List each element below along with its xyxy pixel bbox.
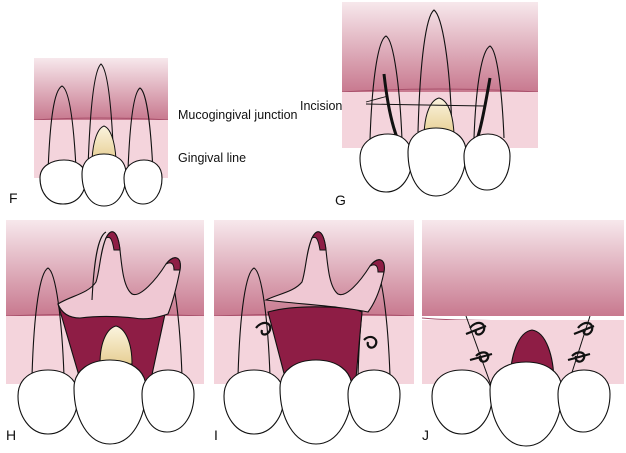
panel-i: I	[213, 220, 415, 445]
flap-surface	[264, 231, 385, 313]
alveolar-mucosa	[422, 220, 624, 316]
root	[417, 9, 453, 133]
panel-letter: G	[335, 192, 346, 208]
tooth-crown	[39, 159, 87, 205]
alveolar-mucosa	[342, 2, 538, 92]
exposed-root	[91, 125, 117, 161]
tooth-crown	[279, 359, 353, 445]
tooth-crown	[463, 133, 511, 191]
panel-g: G	[335, 2, 539, 208]
root	[237, 267, 271, 377]
tooth-crown	[489, 361, 563, 447]
tooth-crown	[223, 369, 285, 435]
flap-edge	[310, 231, 327, 251]
panel-letter: H	[6, 427, 16, 443]
tooth-crown	[359, 133, 413, 193]
exposed-root	[99, 325, 133, 365]
flap-edge	[165, 257, 181, 271]
incision-leader	[365, 95, 485, 107]
panel-f: F	[9, 58, 169, 207]
panel-j: J	[421, 220, 625, 447]
tooth-crown	[407, 127, 467, 197]
mucogingival-junction-line	[341, 88, 539, 93]
flap-edge	[104, 231, 121, 251]
tooth-crown	[431, 369, 493, 435]
root	[47, 85, 77, 173]
panel-letter: J	[422, 427, 429, 443]
mucogingival-junction-line	[33, 117, 169, 121]
panel-letter: I	[214, 427, 218, 443]
panel-letter: F	[9, 190, 18, 206]
alveolar-mucosa	[34, 58, 168, 120]
root	[91, 231, 107, 301]
tooth-crown	[141, 369, 195, 433]
tooth-crown	[557, 369, 611, 433]
panel-h: H	[5, 220, 205, 445]
root	[473, 45, 505, 139]
tooth-crown	[123, 159, 163, 205]
tooth-crown	[73, 359, 147, 445]
root	[31, 267, 65, 377]
gingival-line-label: Gingival line	[178, 151, 246, 165]
mucogingival-junction-label: Mucogingival junction	[178, 108, 298, 122]
tooth-crown	[347, 369, 401, 433]
tooth-crown	[17, 369, 79, 435]
tooth-crown	[81, 153, 127, 207]
flap-edge	[369, 259, 385, 273]
root	[127, 87, 154, 173]
root	[87, 63, 115, 169]
root	[369, 35, 403, 141]
incision-label: Incision	[300, 99, 342, 113]
exposed-root	[423, 97, 455, 135]
